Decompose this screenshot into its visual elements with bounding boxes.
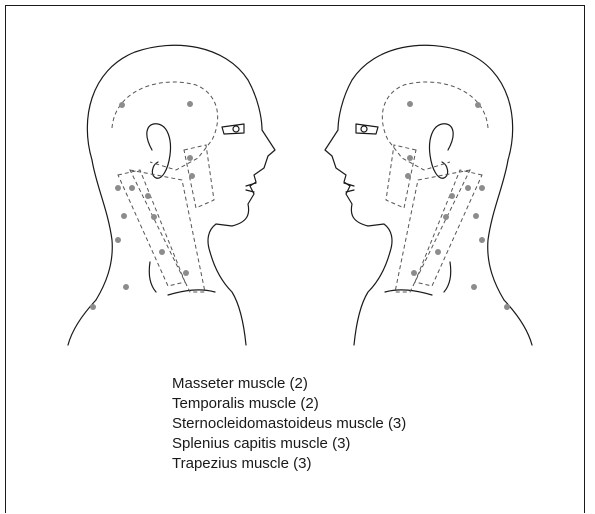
left-clavicle-1: [149, 262, 156, 292]
left-trigger-point: [145, 193, 151, 199]
right-trigger-point: [473, 213, 479, 219]
left-trigger-point: [129, 185, 135, 191]
right-splenius-outline: [415, 170, 482, 286]
right-chest: [354, 252, 390, 345]
right-masseter-outline: [386, 145, 416, 208]
right-ear: [430, 124, 454, 179]
right-trigger-point: [465, 185, 471, 191]
left-trigger-point: [159, 249, 165, 255]
left-trigger-point: [119, 102, 125, 108]
left-masseter-outline: [184, 145, 214, 208]
legend-item-trapezius: Trapezius muscle (3): [172, 454, 406, 474]
right-pupil: [361, 126, 367, 132]
right-trigger-point: [407, 101, 413, 107]
left-clavicle-2: [168, 290, 215, 295]
left-trigger-point: [183, 270, 189, 276]
left-trigger-point: [151, 214, 157, 220]
left-trigger-point: [187, 101, 193, 107]
right-trigger-point: [405, 173, 411, 179]
right-clavicle-2: [385, 290, 432, 295]
left-head-figure: [68, 45, 275, 345]
left-trigger-point: [121, 213, 127, 219]
legend-item-sternocleidomastoideus: Sternocleidomastoideus muscle (3): [172, 414, 406, 434]
legend-item-splenius-capitis: Splenius capitis muscle (3): [172, 434, 406, 454]
right-trigger-point: [504, 304, 510, 310]
left-trigger-point: [115, 237, 121, 243]
right-trigger-point: [407, 155, 413, 161]
right-trigger-point: [479, 237, 485, 243]
right-trigger-point: [443, 214, 449, 220]
right-trigger-point: [471, 284, 477, 290]
left-head-outline: [87, 45, 275, 252]
right-head-figure: [325, 45, 532, 345]
right-scm-outline: [395, 170, 470, 292]
left-pupil: [233, 126, 239, 132]
left-trigger-point: [123, 284, 129, 290]
left-trigger-point: [90, 304, 96, 310]
left-splenius-outline: [118, 170, 185, 286]
left-neck-back: [92, 160, 112, 300]
legend-item-temporalis: Temporalis muscle (2): [172, 394, 406, 414]
right-trigger-point: [411, 270, 417, 276]
right-clavicle-1: [444, 262, 451, 292]
right-trigger-point: [449, 193, 455, 199]
legend-item-masseter: Masseter muscle (2): [172, 374, 406, 394]
right-trigger-point: [435, 249, 441, 255]
muscle-legend: Masseter muscle (2) Temporalis muscle (2…: [172, 374, 406, 474]
left-scm-outline: [130, 170, 205, 292]
left-ear: [147, 124, 171, 179]
right-head-outline: [325, 45, 513, 252]
right-trigger-point: [475, 102, 481, 108]
left-trigger-point: [189, 173, 195, 179]
left-temporalis-outline: [112, 82, 218, 170]
right-trigger-point: [479, 185, 485, 191]
left-trigger-point: [187, 155, 193, 161]
right-neck-back: [488, 160, 508, 300]
left-chest: [210, 252, 246, 345]
left-trigger-point: [115, 185, 121, 191]
right-temporalis-outline: [382, 82, 488, 170]
